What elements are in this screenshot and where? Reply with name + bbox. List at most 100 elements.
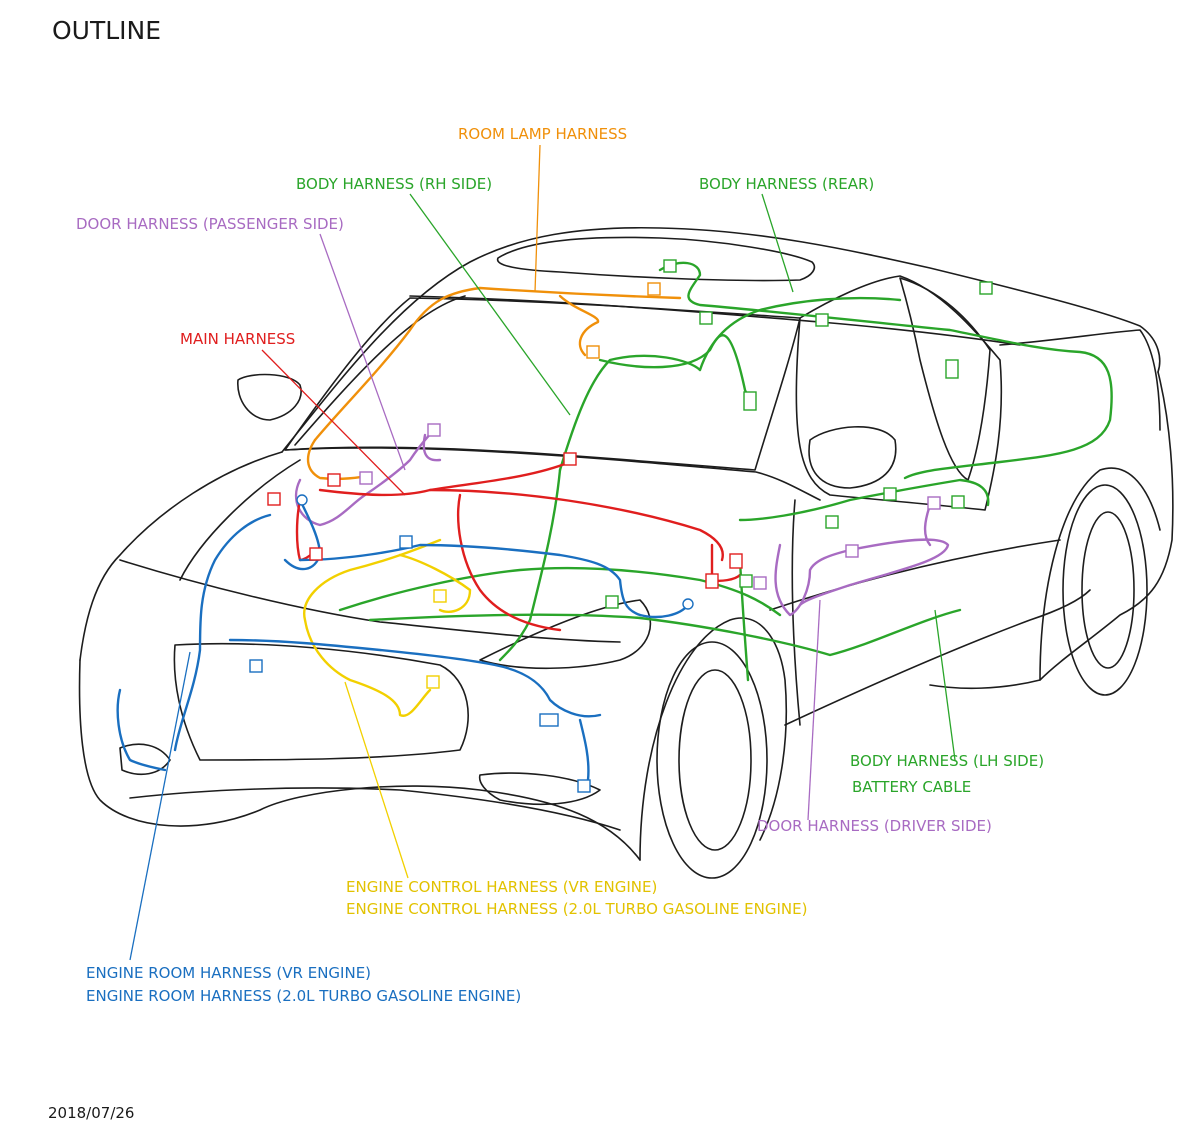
car-side-window <box>795 275 1003 511</box>
room-lamp-harness-lower <box>306 438 372 480</box>
room-lamp-harness <box>306 286 682 480</box>
connectors <box>249 259 993 793</box>
car-fog-lamp <box>119 743 171 776</box>
body-harness-sill-wire <box>368 608 962 657</box>
page-title: OUTLINE <box>52 16 162 45</box>
label-main-harness: MAIN HARNESS <box>180 330 296 348</box>
connector <box>663 259 677 273</box>
car-rear-pillar <box>999 329 1161 431</box>
connector <box>399 535 413 549</box>
connector <box>586 345 600 359</box>
connector <box>296 494 308 506</box>
connector <box>605 595 619 609</box>
body-harness-floor-wire <box>338 566 782 617</box>
door-harness-passenger-loop <box>422 433 442 462</box>
car-bumper-lower <box>129 787 621 831</box>
engine-room-harness-cross <box>298 543 642 617</box>
connector <box>815 313 829 327</box>
label-body-harness-lh: BODY HARNESS (LH SIDE) <box>850 752 1045 770</box>
body-harness-dash-wire <box>598 334 752 406</box>
car-hood-crease <box>179 459 301 581</box>
car-body-outline <box>78 226 1174 879</box>
car-roof <box>281 226 1161 453</box>
car-front-fascia <box>78 659 641 861</box>
page-date: 2018/07/26 <box>48 1104 135 1122</box>
car-rear-wheel-arch <box>1039 467 1161 681</box>
connector <box>743 391 757 411</box>
engine-room-harness-down <box>578 718 590 782</box>
label-room-lamp-harness: ROOM LAMP HARNESS <box>458 125 628 143</box>
car-roof-inner <box>294 295 466 446</box>
car-side-crease <box>769 539 1061 611</box>
room-lamp-harness-wire <box>313 286 682 442</box>
main-harness-down <box>457 493 562 632</box>
car-front-wheel-arch <box>639 617 788 861</box>
label-engine-control-turbo: ENGINE CONTROL HARNESS (2.0L TURBO GASOL… <box>346 900 808 918</box>
car-rear-wheel <box>1062 484 1148 696</box>
connector <box>427 423 441 437</box>
engine-room-harness-lamp <box>116 688 167 772</box>
car-mirror-left <box>237 373 302 421</box>
leader-body-rear <box>761 193 794 293</box>
leader-lines <box>129 144 956 961</box>
connector <box>825 515 839 529</box>
car-sunroof <box>496 236 816 282</box>
car-front-rim <box>678 669 752 851</box>
connector <box>327 473 341 487</box>
leader-door-passenger <box>319 233 406 471</box>
connector <box>845 544 859 558</box>
connector <box>539 713 559 727</box>
leader-body-lh <box>934 609 956 761</box>
connector <box>647 282 661 296</box>
body-harness-rear-wire <box>658 261 1113 480</box>
car-rear-end <box>929 371 1174 690</box>
leader-engine-control <box>344 681 409 879</box>
car-side-sill <box>784 589 1091 726</box>
car-grille <box>173 642 469 761</box>
engine-control-harness <box>303 538 472 717</box>
connector <box>359 471 373 485</box>
car-windshield <box>284 297 801 471</box>
main-harness <box>295 460 742 632</box>
car-headlight <box>479 599 652 670</box>
connector <box>739 574 753 588</box>
label-door-harness-passenger: DOOR HARNESS (PASSENGER SIDE) <box>76 215 344 233</box>
engine-room-harness-front <box>228 638 602 718</box>
connector <box>577 779 591 793</box>
car-rear-rim <box>1081 511 1135 669</box>
body-harness-lh-wire <box>738 478 990 522</box>
car-mirror-right <box>808 426 897 489</box>
connector <box>249 659 263 673</box>
leader-main <box>261 349 406 496</box>
connector <box>682 598 694 610</box>
car-cowl <box>284 447 821 501</box>
main-harness-trunk <box>428 488 724 562</box>
door-harness-driver-wire <box>774 538 950 617</box>
leader-door-driver <box>807 599 821 821</box>
car-quarter-window <box>899 277 991 481</box>
leader-engine-room <box>129 651 191 961</box>
connector <box>563 452 577 466</box>
connector <box>927 496 941 510</box>
car-hood-front <box>119 559 621 643</box>
engine-control-harness-branch <box>398 553 472 613</box>
connector <box>705 573 719 589</box>
connector <box>945 359 959 379</box>
connector <box>699 311 713 325</box>
connector <box>267 492 281 506</box>
battery-cable-wire <box>738 558 750 682</box>
room-lamp-harness-branch <box>558 294 600 357</box>
label-battery-cable: BATTERY CABLE <box>852 778 972 796</box>
label-engine-control-vr: ENGINE CONTROL HARNESS (VR ENGINE) <box>346 878 658 896</box>
connector <box>753 576 767 590</box>
connector <box>979 281 993 295</box>
label-engine-room-vr: ENGINE ROOM HARNESS (VR ENGINE) <box>86 964 372 982</box>
connector <box>433 589 447 603</box>
label-door-harness-driver: DOOR HARNESS (DRIVER SIDE) <box>757 817 992 835</box>
connector <box>729 553 743 569</box>
leader-body-rh <box>409 193 571 416</box>
car-door-line <box>791 499 801 726</box>
engine-room-harness <box>116 498 690 782</box>
